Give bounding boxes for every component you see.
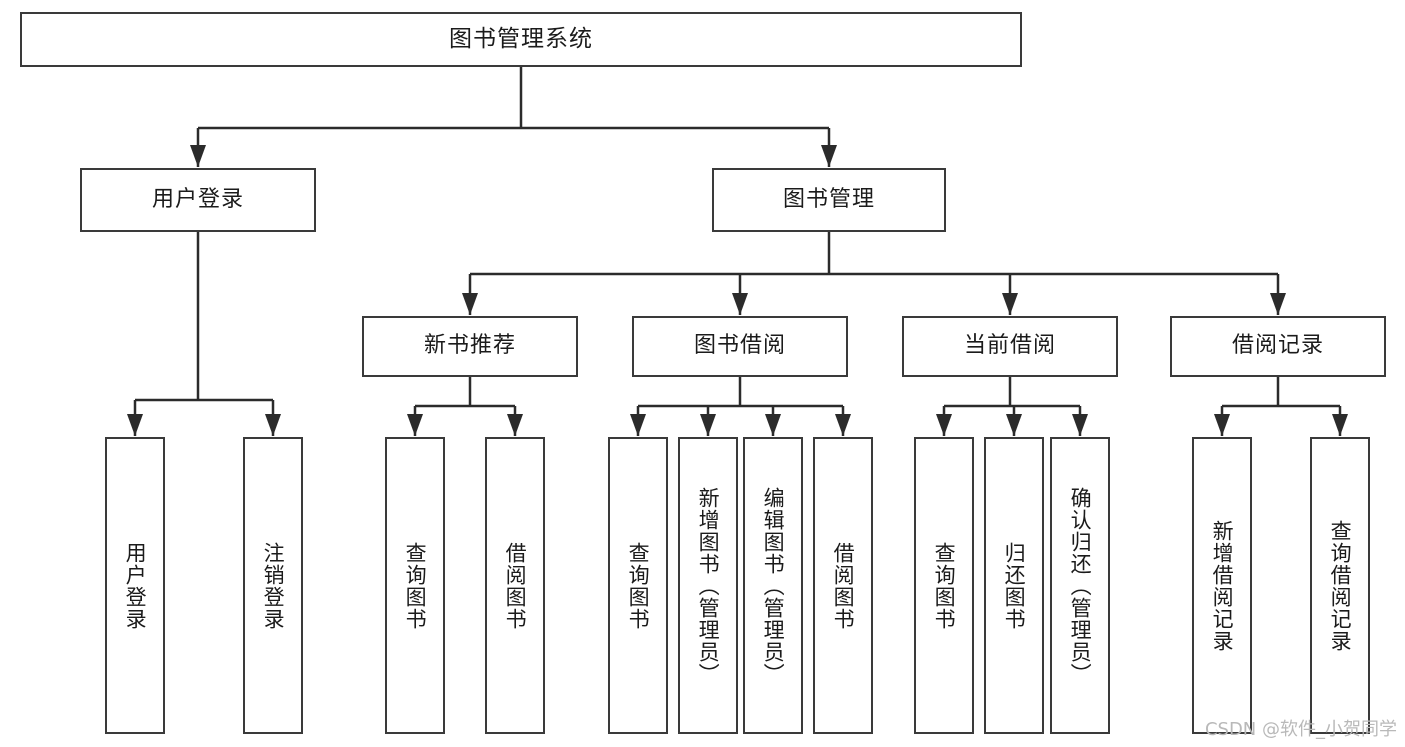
node-label: 新增图书（管理员）: [696, 486, 721, 685]
node-borrow[interactable]: 图书借阅: [632, 316, 848, 377]
node-b_add[interactable]: 新增图书（管理员）: [678, 437, 738, 734]
node-r_add[interactable]: 新增借阅记录: [1192, 437, 1252, 734]
arrowhead-current: [1002, 293, 1018, 315]
node-current[interactable]: 当前借阅: [902, 316, 1118, 377]
node-label: 新增借阅记录: [1210, 519, 1235, 652]
arrowhead-b_query: [630, 414, 646, 436]
node-r_query[interactable]: 查询借阅记录: [1310, 437, 1370, 734]
arrowhead-c_query: [936, 414, 952, 436]
arrowhead-b_borrow: [835, 414, 851, 436]
arrowhead-c_return: [1006, 414, 1022, 436]
node-b_borrow[interactable]: 借阅图书: [813, 437, 873, 734]
arrowhead-borrow: [732, 293, 748, 315]
arrowhead-l_login: [127, 414, 143, 436]
arrowhead-l_logout: [265, 414, 281, 436]
node-b_edit[interactable]: 编辑图书（管理员）: [743, 437, 803, 734]
node-label: 新书推荐: [423, 333, 516, 359]
node-newbook[interactable]: 新书推荐: [362, 316, 578, 377]
node-label: 注销登录: [261, 541, 286, 630]
node-label: 查询借阅记录: [1328, 519, 1353, 652]
arrowhead-b_edit: [765, 414, 781, 436]
node-c_query[interactable]: 查询图书: [914, 437, 974, 734]
node-label: 借阅图书: [831, 541, 856, 630]
node-label: 查询图书: [932, 541, 957, 630]
node-label: 编辑图书（管理员）: [761, 486, 786, 685]
node-login[interactable]: 用户登录: [80, 168, 316, 232]
node-n_borrow[interactable]: 借阅图书: [485, 437, 545, 734]
node-label: 查询图书: [403, 541, 428, 630]
node-bookmgmt[interactable]: 图书管理: [712, 168, 946, 232]
arrowhead-b_add: [700, 414, 716, 436]
node-label: 借阅图书: [503, 541, 528, 630]
arrowhead-bookmgmt: [821, 145, 837, 167]
node-record[interactable]: 借阅记录: [1170, 316, 1386, 377]
node-n_query[interactable]: 查询图书: [385, 437, 445, 734]
arrowhead-r_add: [1214, 414, 1230, 436]
arrowhead-record: [1270, 293, 1286, 315]
node-root[interactable]: 图书管理系统: [20, 12, 1022, 67]
arrowhead-c_confirm: [1072, 414, 1088, 436]
node-l_logout[interactable]: 注销登录: [243, 437, 303, 734]
node-label: 借阅记录: [1231, 333, 1324, 359]
node-c_confirm[interactable]: 确认归还（管理员）: [1050, 437, 1110, 734]
arrowhead-n_query: [407, 414, 423, 436]
node-label: 图书管理系统: [449, 25, 593, 52]
arrowhead-n_borrow: [507, 414, 523, 436]
node-c_return[interactable]: 归还图书: [984, 437, 1044, 734]
arrowhead-r_query: [1332, 414, 1348, 436]
node-label: 图书管理: [782, 186, 875, 212]
node-label: 用户登录: [151, 186, 244, 212]
node-label: 当前借阅: [963, 333, 1056, 359]
node-label: 确认归还（管理员）: [1068, 486, 1093, 685]
node-b_query[interactable]: 查询图书: [608, 437, 668, 734]
watermark-label: CSDN @软件_小贺同学: [1204, 719, 1397, 740]
node-label: 查询图书: [626, 541, 651, 630]
arrowhead-login: [190, 145, 206, 167]
arrowhead-newbook: [462, 293, 478, 315]
node-label: 用户登录: [123, 541, 148, 630]
node-label: 归还图书: [1002, 541, 1027, 630]
node-l_login[interactable]: 用户登录: [105, 437, 165, 734]
node-label: 图书借阅: [693, 333, 786, 359]
